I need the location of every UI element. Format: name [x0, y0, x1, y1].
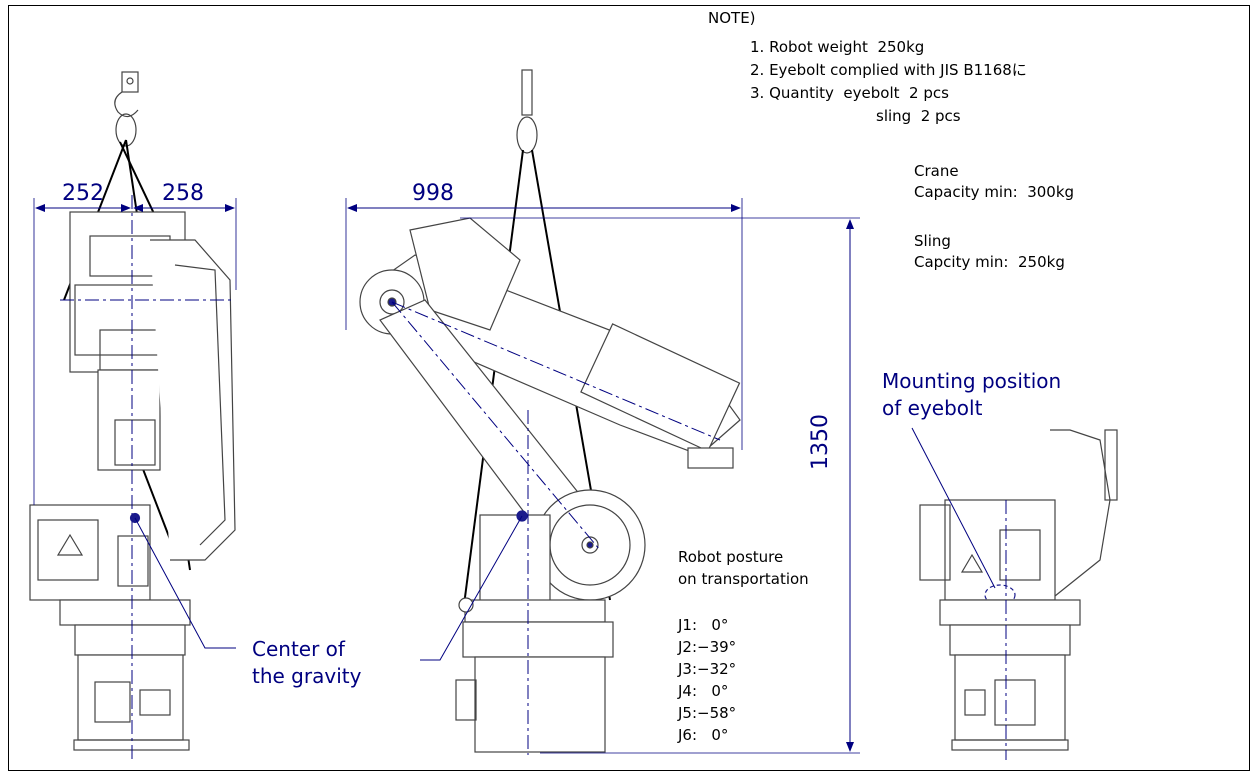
center-side-view	[345, 69, 860, 755]
note-item-1: 1. Robot weight 250kg	[750, 38, 925, 56]
note-item-4: sling 2 pcs	[876, 107, 961, 125]
joint-j2: J2:−39°	[678, 638, 737, 656]
note-header: NOTE)	[708, 9, 756, 27]
joint-j3: J3:−32°	[678, 660, 737, 678]
dim-left-width: 252	[62, 181, 104, 206]
note-item-3: 3. Quantity eyebolt 2 pcs	[750, 84, 949, 102]
right-rear-view	[911, 427, 1118, 760]
crane-title: Crane	[914, 162, 959, 180]
crane-hook-left	[114, 71, 139, 147]
dim-height: 1350	[808, 414, 833, 470]
sling-capacity: Capcity min: 250kg	[914, 253, 1065, 271]
joint-j4: J4: 0°	[678, 682, 729, 700]
dim-right-width: 258	[162, 181, 204, 206]
posture-title-line1: Robot posture	[678, 548, 784, 566]
left-side-view	[29, 71, 237, 760]
posture-title-line2: on transportation	[678, 570, 809, 588]
gravity-label-line2: the gravity	[252, 664, 362, 688]
joint-j6: J6: 0°	[678, 726, 729, 744]
crane-capacity: Capacity min: 300kg	[914, 183, 1075, 201]
mounting-label-line2: of eyebolt	[882, 396, 983, 420]
note-item-2: 2. Eyebolt complied with JIS B1168に	[750, 61, 1027, 79]
sling-title: Sling	[914, 232, 951, 250]
joint-j1: J1: 0°	[678, 616, 729, 634]
joint-j5: J5:−58°	[678, 704, 737, 722]
mounting-label-line1: Mounting position	[882, 369, 1062, 393]
dim-reach: 998	[412, 181, 454, 206]
gravity-label-line1: Center of	[252, 637, 345, 661]
